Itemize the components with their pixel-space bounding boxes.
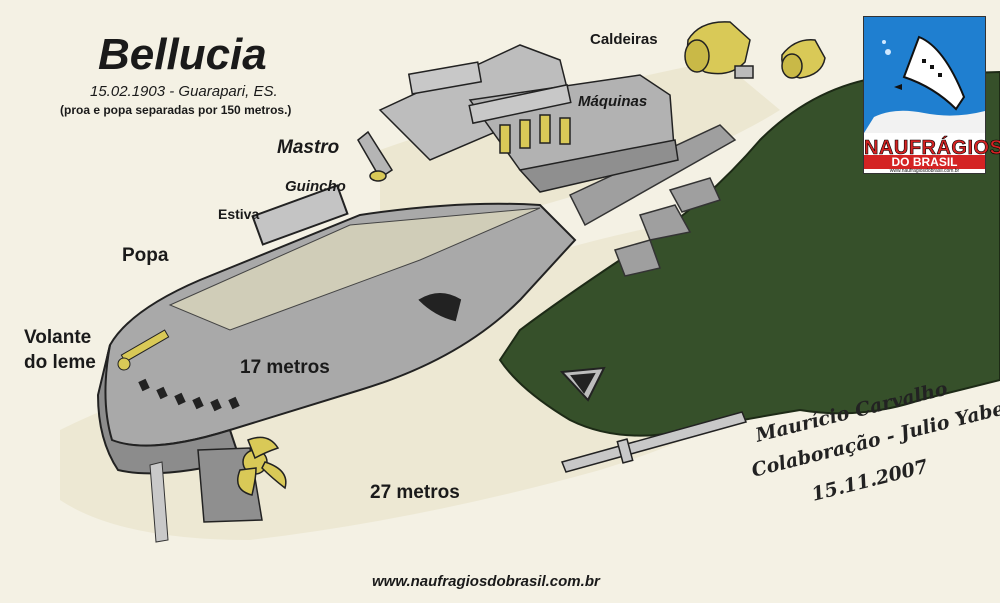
separation-note: (proa e popa separadas por 150 metros.) — [60, 103, 292, 117]
logo-url: www.naufragiosdobrasil.com.br — [889, 168, 960, 174]
label-do-leme: do leme — [24, 352, 96, 373]
naufragios-logo: NAUFRÁGIOS DO BRASIL www.naufragiosdobra… — [863, 16, 1000, 174]
date-location: 15.02.1903 - Guarapari, ES. — [90, 83, 278, 100]
ship-icon — [864, 35, 985, 133]
engine-section — [378, 44, 679, 193]
label-caldeiras: Caldeiras — [590, 31, 658, 48]
label-volante: Volante — [24, 327, 92, 348]
pipe — [560, 411, 748, 473]
label-guincho: Guincho — [285, 178, 346, 195]
hull-portholes — [138, 378, 240, 412]
label-popa: Popa — [122, 245, 169, 266]
depth-17m: 17 metros — [240, 357, 330, 378]
mast — [357, 130, 394, 182]
propeller — [197, 436, 287, 523]
stern-hull — [96, 184, 577, 475]
page-title: Bellucia — [98, 30, 267, 79]
debris-post — [149, 461, 169, 543]
logo-sub: DO BRASIL — [864, 155, 985, 169]
logo-brand: NAUFRÁGIOS — [864, 137, 1000, 160]
logo-sky — [864, 17, 985, 133]
anchor-block — [559, 366, 606, 402]
label-estiva: Estiva — [218, 206, 260, 222]
website-url: www.naufragiosdobrasil.com.br — [372, 573, 600, 590]
label-maquinas: Máquinas — [578, 93, 648, 110]
depth-27m: 27 metros — [370, 482, 460, 503]
boilers — [684, 21, 826, 79]
hull-plates — [568, 124, 737, 277]
label-mastro: Mastro — [277, 137, 340, 158]
